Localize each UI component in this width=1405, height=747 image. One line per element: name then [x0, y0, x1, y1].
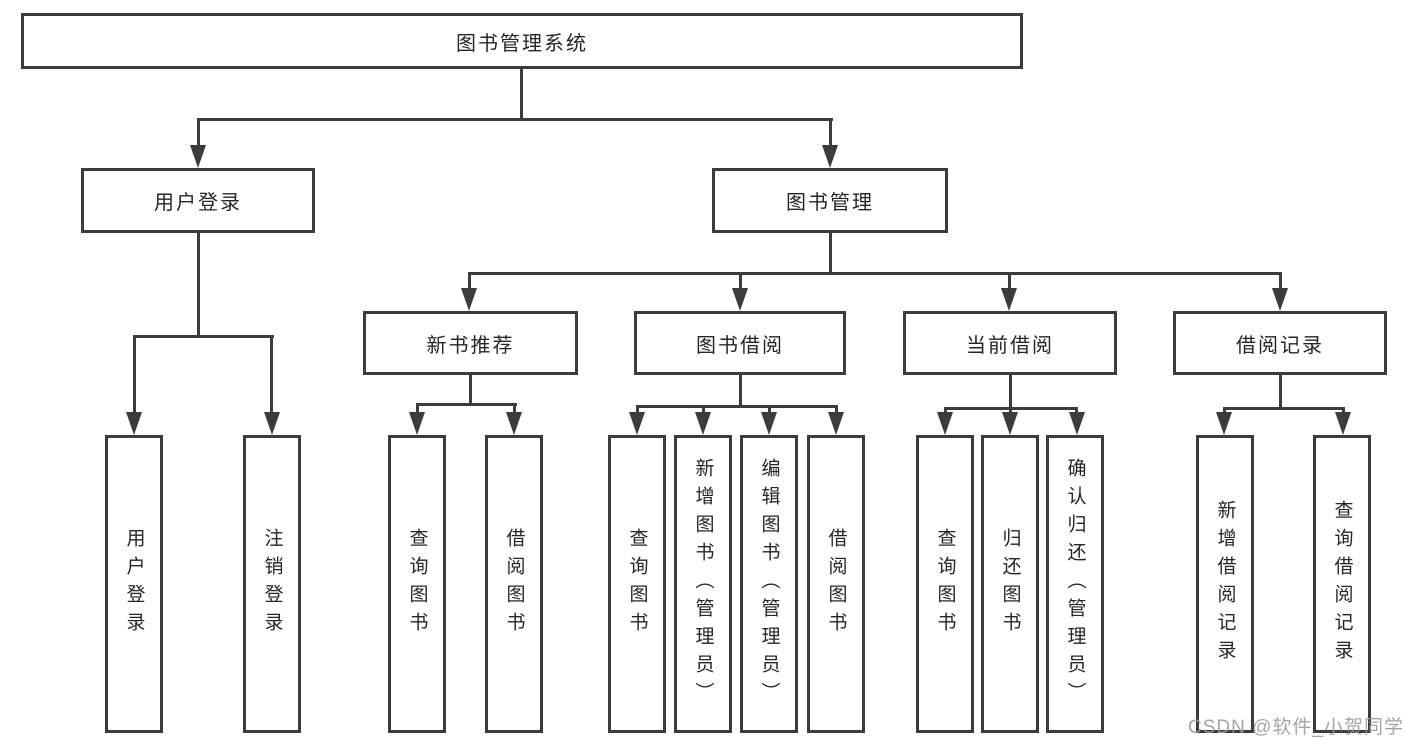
arrow-down-icon	[506, 412, 522, 435]
leaf-query-books-recommend-label: 查询图书	[406, 528, 428, 640]
leaf-add-books-admin: 新增图书（管理员）	[674, 435, 732, 733]
connector-borrow-bar	[636, 405, 838, 408]
leaf-query-books-current-label: 查询图书	[934, 528, 956, 640]
connector-newbook-bar	[416, 403, 517, 406]
connector-drop	[768, 405, 771, 413]
connector-login-stem	[197, 233, 200, 335]
connector-newbook-drop	[468, 272, 471, 289]
node-borrowing-records-label: 借阅记录	[1236, 334, 1324, 357]
connector-drop	[944, 407, 947, 413]
leaf-user-login: 用户登录	[105, 435, 163, 733]
leaf-query-borrow-record: 查询借阅记录	[1313, 435, 1371, 733]
leaf-borrow-books: 借阅图书	[807, 435, 865, 733]
leaf-add-borrow-record-label: 新增借阅记录	[1214, 500, 1236, 668]
connector-borrow-drop	[739, 272, 742, 289]
node-book-management-label: 图书管理	[786, 192, 874, 214]
connector-drop	[835, 405, 838, 413]
node-user-login-label: 用户登录	[154, 192, 242, 214]
leaf-borrow-books-recommend-label: 借阅图书	[503, 528, 525, 640]
arrow-down-icon	[937, 412, 953, 435]
node-library-system-label: 图书管理系统	[456, 32, 588, 55]
leaf-logout: 注销登录	[243, 435, 301, 733]
leaf-confirm-return-admin: 确认归还（管理员）	[1046, 435, 1104, 733]
leaf-add-books-admin-label: 新增图书（管理员）	[692, 458, 714, 710]
connector-drop	[416, 403, 419, 413]
connector-drop	[513, 403, 516, 413]
connector-drop	[1075, 407, 1078, 413]
leaf-edit-books-admin: 编辑图书（管理员）	[740, 435, 798, 733]
leaf-borrow-books-recommend: 借阅图书	[485, 435, 543, 733]
leaf-return-books-label: 归还图书	[999, 528, 1021, 640]
arrow-down-icon	[126, 412, 142, 435]
node-book-borrowing: 图书借阅	[634, 311, 846, 375]
connector-records-bar	[1223, 407, 1345, 410]
connector-mgmt-bar	[468, 272, 1282, 275]
connector-root-stem	[520, 69, 523, 118]
node-borrowing-records: 借阅记录	[1173, 311, 1387, 375]
arrow-down-icon	[1335, 412, 1351, 435]
leaf-query-books-borrow: 查询图书	[608, 435, 666, 733]
connector-drop	[702, 405, 705, 413]
node-new-book-recommend-label: 新书推荐	[426, 334, 515, 357]
connector-newbook-stem	[469, 375, 472, 403]
arrow-down-icon	[461, 288, 477, 311]
connector-records-drop	[1279, 272, 1282, 289]
arrow-down-icon	[732, 288, 748, 311]
arrow-down-icon	[822, 145, 838, 168]
node-current-borrowing: 当前借阅	[903, 311, 1117, 375]
connector-current-drop	[1008, 272, 1011, 289]
connector-drop	[636, 405, 639, 413]
connector-drop	[1342, 407, 1345, 413]
arrow-down-icon	[1216, 412, 1232, 435]
arrow-down-icon	[264, 412, 280, 435]
arrow-down-icon	[409, 412, 425, 435]
leaf-logout-label: 注销登录	[261, 528, 283, 640]
arrow-down-icon	[190, 145, 206, 168]
connector-login-drop	[197, 118, 200, 146]
connector-mgmt-drop	[829, 118, 832, 146]
arrow-down-icon	[828, 412, 844, 435]
node-library-system: 图书管理系统	[21, 13, 1023, 69]
arrow-down-icon	[695, 412, 711, 435]
node-new-book-recommend: 新书推荐	[363, 311, 578, 375]
connector-drop	[1223, 407, 1226, 413]
leaf-query-books-borrow-label: 查询图书	[626, 528, 648, 640]
node-book-management: 图书管理	[712, 168, 948, 233]
csdn-watermark: CSDN @软件_小贺同学	[1188, 717, 1404, 738]
leaf-query-books-recommend: 查询图书	[388, 435, 446, 733]
connector-login-child1-drop	[133, 335, 136, 413]
arrow-down-icon	[761, 412, 777, 435]
arrow-down-icon	[629, 412, 645, 435]
connector-current-stem	[1009, 375, 1012, 407]
connector-login-child2-drop	[270, 335, 273, 413]
arrow-down-icon	[1272, 288, 1288, 311]
leaf-edit-books-admin-label: 编辑图书（管理员）	[758, 458, 780, 710]
connector-borrow-stem	[739, 375, 742, 405]
node-book-borrowing-label: 图书借阅	[696, 334, 784, 357]
node-user-login: 用户登录	[81, 168, 315, 233]
leaf-add-borrow-record: 新增借阅记录	[1196, 435, 1254, 733]
leaf-query-books-current: 查询图书	[916, 435, 974, 733]
connector-root-bar	[197, 118, 833, 121]
leaf-confirm-return-admin-label: 确认归还（管理员）	[1064, 458, 1086, 710]
arrow-down-icon	[1069, 412, 1085, 435]
connector-records-stem	[1279, 375, 1282, 407]
leaf-return-books: 归还图书	[981, 435, 1039, 733]
leaf-borrow-books-label: 借阅图书	[825, 528, 847, 640]
arrow-down-icon	[1001, 288, 1017, 311]
leaf-query-borrow-record-label: 查询借阅记录	[1331, 500, 1353, 668]
connector-login-bar	[133, 335, 274, 338]
leaf-user-login-label: 用户登录	[123, 528, 145, 640]
arrow-down-icon	[1002, 412, 1018, 435]
node-current-borrowing-label: 当前借阅	[966, 334, 1054, 357]
connector-drop	[1009, 407, 1012, 413]
connector-mgmt-stem	[829, 233, 832, 272]
